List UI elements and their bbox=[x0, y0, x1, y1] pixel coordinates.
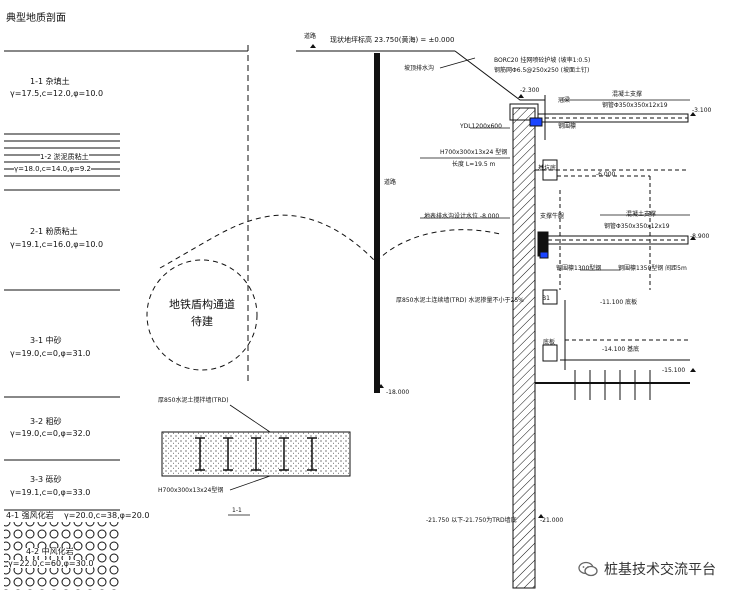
pit-bottom-line-label: 基坑底 bbox=[538, 165, 557, 172]
wechat-icon bbox=[578, 561, 598, 577]
top-datum-label: 现状地坪标高 23.750(黄海) = ±0.000 bbox=[330, 36, 455, 44]
bottom-elev-label: -21.000 bbox=[540, 517, 564, 524]
h-detail-label: H700x300x13x24型钢 bbox=[158, 487, 224, 494]
trd-detail-leaders bbox=[228, 404, 271, 516]
trd-wall-left bbox=[374, 53, 380, 393]
layer-2-1-name: 2-1 粉质粘土 bbox=[30, 227, 78, 236]
elev-top-label: -2.300 bbox=[520, 87, 540, 94]
trd-note-label: 厚850水泥土连续墙(TRD) 水泥掺量不小于25% bbox=[396, 297, 524, 304]
support1-label: 混凝土支撑 bbox=[612, 91, 643, 98]
strut-label: 钢围檩 bbox=[558, 123, 577, 130]
h-length-label: 长度 L=19.5 m bbox=[452, 161, 496, 168]
layer-4-1-params: γ=20.0,c=38,φ=20.0 bbox=[64, 511, 150, 520]
note-bottom-label: -21.750 以下-21.750为TRD墙底 bbox=[426, 517, 517, 524]
tunnel-label: 地铁盾构通道 待建 bbox=[164, 297, 240, 330]
layer-boundaries bbox=[4, 50, 248, 511]
raft-label: 底板 bbox=[543, 339, 556, 346]
layer-3-2-params: γ=19.0,c=0,φ=32.0 bbox=[10, 429, 91, 438]
support2-size-label: 钢管Φ350x350x12x19 bbox=[604, 223, 670, 230]
support1-size-label: 钢管Φ350x350x12x19 bbox=[602, 102, 668, 109]
drawing-title: 典型地质剖面 bbox=[6, 13, 66, 24]
tunnel-label-line2: 待建 bbox=[191, 314, 213, 328]
pit-bottom-note: 道路 bbox=[384, 179, 397, 186]
base-elev-label: -15.100 bbox=[662, 367, 686, 374]
h-steel-label: H700x300x13x24 型钢 bbox=[440, 149, 508, 156]
layer-1-2-name: 1-2 淤泥质粘土 bbox=[40, 153, 89, 161]
slope-detail-label: 钢筋网Φ6.5@250x250 (坡面土钉) bbox=[494, 67, 590, 74]
layer-3-3-name: 3-3 砾砂 bbox=[30, 475, 62, 484]
layer-3-1-params: γ=19.0,c=0,φ=31.0 bbox=[10, 349, 91, 358]
layer-4-2-name: 4-2 中风化岩 bbox=[26, 547, 74, 556]
tunnel-label-line1: 地铁盾构通道 bbox=[169, 298, 235, 311]
support2-label: 混凝土支撑 bbox=[626, 211, 657, 218]
layer-1-1-params: γ=17.5,c=12.0,φ=10.0 bbox=[10, 89, 104, 98]
layer-label: B1 bbox=[542, 295, 550, 302]
ground-surface bbox=[296, 50, 545, 101]
diaphragm-wall bbox=[512, 107, 536, 589]
layer-4-2-params: γ=22.0,c=60,φ=30.0 bbox=[8, 559, 94, 568]
inner-structure bbox=[535, 159, 690, 400]
trd-detail-label: 厚850水泥土搅拌墙(TRD) bbox=[158, 397, 229, 404]
bracket-label: 支撑牛腿 bbox=[540, 213, 565, 220]
elev-support1-label: -3.100 bbox=[692, 107, 712, 114]
slope-protection-label: BORC20 挂网喷砼护坡 (坡率1:0.5) bbox=[494, 57, 591, 64]
cap-beam-label: 冠梁 bbox=[558, 97, 571, 104]
bottom-slab-label: -14.100 基底 bbox=[602, 346, 640, 353]
elevation-markers bbox=[310, 44, 696, 518]
layer-1-1-name: 1-1 杂填土 bbox=[30, 77, 70, 86]
mid-level1-label: -6.000 bbox=[596, 171, 616, 178]
callout-leaders bbox=[420, 57, 690, 271]
metro-tunnel-outline bbox=[146, 259, 258, 371]
weathered-rock-pattern bbox=[4, 522, 120, 590]
waler2-label: 钢围檩1350型钢 间距5m bbox=[618, 265, 687, 272]
dewater-label: 地表排水沟设计水位 -8.000 bbox=[424, 213, 500, 220]
layer-1-2-params: γ=18.0,c=14.0,φ=9.2 bbox=[14, 165, 91, 173]
section-mark-label: 1-1 bbox=[232, 507, 242, 514]
layer-3-1-name: 3-1 中砂 bbox=[30, 336, 62, 345]
water-table-curve bbox=[159, 214, 501, 269]
top-support-assembly bbox=[509, 95, 689, 140]
b1-level-label: -11.100 底板 bbox=[600, 299, 638, 306]
waler1-label: 钢围檩1300型钢 bbox=[556, 265, 602, 272]
watermark-text: 桩基技术交流平台 bbox=[604, 562, 716, 578]
watermark: 桩基技术交流平台 bbox=[578, 559, 716, 579]
second-support-assembly bbox=[537, 231, 689, 259]
wall-bottom-label: -18.000 bbox=[386, 389, 410, 396]
layer-2-1-params: γ=19.1,c=16.0,φ=10.0 bbox=[10, 240, 104, 249]
ydl-label: YDL1200x600 bbox=[460, 123, 502, 130]
elev-support2-label: -8.900 bbox=[690, 233, 710, 240]
layer-4-1-name: 4-1 强风化岩 bbox=[6, 511, 54, 520]
road-label: 道路 bbox=[304, 33, 317, 40]
trd-detail-hsteel bbox=[195, 437, 317, 471]
slope-top-label: 坡顶排水沟 bbox=[404, 65, 435, 72]
layer-3-3-params: γ=19.1,c=0,φ=33.0 bbox=[10, 488, 91, 497]
layer-3-2-name: 3-2 粗砂 bbox=[30, 417, 62, 426]
